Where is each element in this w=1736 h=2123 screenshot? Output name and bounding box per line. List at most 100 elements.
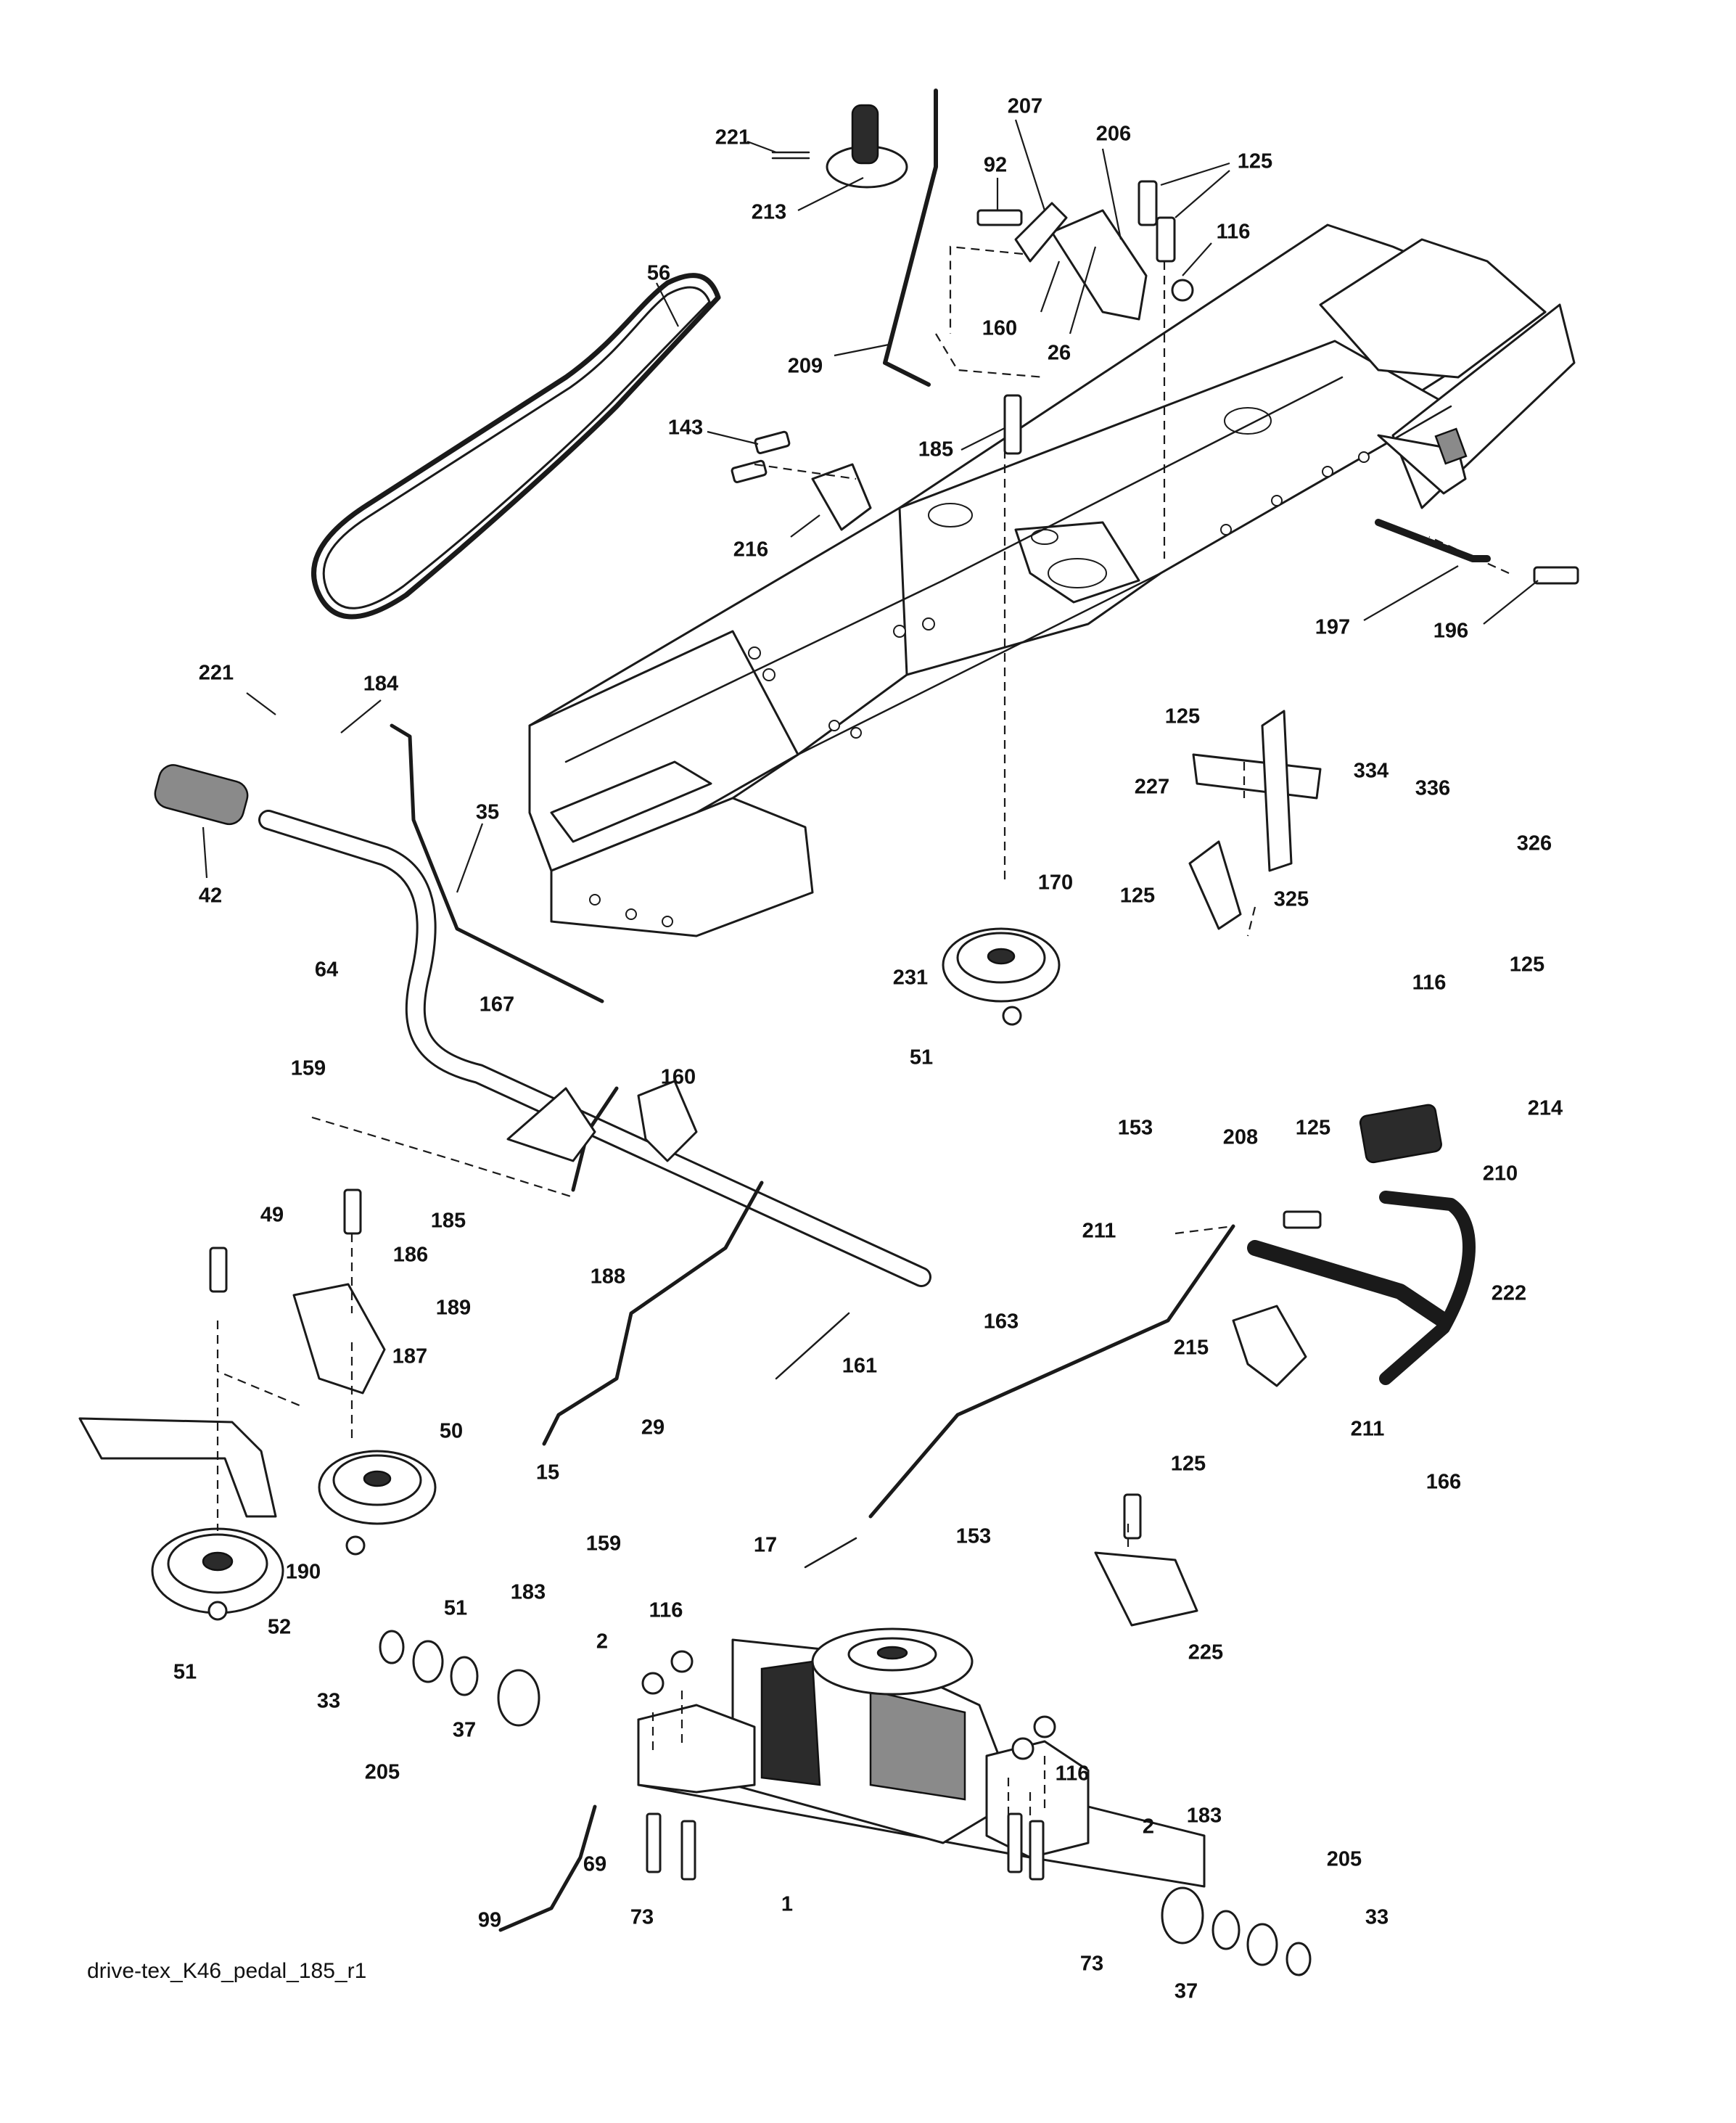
callout-label: 211 [1082, 1219, 1116, 1243]
callout-label: 160 [982, 316, 1018, 340]
callout-label: 42 [198, 884, 223, 908]
bracket-216 [811, 463, 872, 531]
rod-35 [390, 723, 604, 1003]
callout-label: 35 [475, 800, 500, 824]
rod-99 [498, 1804, 597, 1932]
callout-label: 73 [1079, 1952, 1104, 1976]
callout-label: 325 [1273, 887, 1309, 911]
pulley-52 [151, 1527, 284, 1614]
callout-label: 197 [1315, 615, 1351, 639]
callout-label: 116 [1412, 971, 1447, 995]
callout-label: 183 [1186, 1804, 1222, 1828]
pedal-arm-210 [1379, 1191, 1476, 1385]
diagram-caption: drive-tex_K46_pedal_185_r1 [87, 1959, 367, 1983]
callout-label: 159 [585, 1532, 622, 1556]
callout-label: 166 [1426, 1470, 1462, 1494]
callout-label: 222 [1491, 1281, 1527, 1305]
callout-label: 51 [909, 1046, 934, 1069]
callout-label: 185 [918, 438, 954, 461]
callout-label: 99 [477, 1908, 502, 1932]
callout-label: 17 [753, 1533, 778, 1557]
callout-label: 69 [583, 1852, 607, 1876]
plate-206 [1050, 209, 1148, 321]
drive-belt [311, 273, 721, 620]
callout-label: 116 [1055, 1762, 1090, 1786]
pedal-pad-214 [1359, 1104, 1442, 1164]
callout-label: 186 [392, 1243, 429, 1267]
callout-label: 213 [751, 200, 787, 224]
right-axle-stack [1161, 1886, 1312, 1976]
callout-label: 184 [363, 672, 399, 696]
callout-label: 56 [646, 261, 671, 285]
pulley-50 [318, 1450, 437, 1525]
callout-label: 2 [1142, 1815, 1155, 1839]
callout-label: 116 [1216, 220, 1251, 244]
bracket-225 [1094, 1551, 1198, 1627]
callout-label: 73 [630, 1905, 654, 1929]
rod-163 [868, 1224, 1235, 1519]
callout-label: 196 [1433, 619, 1469, 643]
callout-label: 52 [267, 1615, 292, 1639]
callout-label: 210 [1482, 1162, 1518, 1186]
callout-label: 208 [1222, 1125, 1259, 1149]
lever-209 [883, 89, 938, 387]
callout-label: 207 [1007, 94, 1043, 118]
callout-label: 205 [1326, 1847, 1362, 1871]
callout-label: 221 [715, 126, 751, 149]
callout-label: 225 [1188, 1640, 1224, 1664]
callout-label: 37 [452, 1718, 477, 1742]
pulley-231 [942, 927, 1061, 1003]
guard-190 [78, 1417, 277, 1518]
callout-label: 153 [955, 1524, 992, 1548]
callout-label: 159 [290, 1056, 326, 1080]
callout-label: 50 [439, 1419, 464, 1443]
callout-label: 214 [1527, 1096, 1563, 1120]
callout-label: 64 [314, 958, 339, 982]
callout-label: 125 [1509, 953, 1545, 977]
guide-lines [216, 245, 1510, 1857]
spring-161 [775, 1312, 850, 1380]
callout-label: 227 [1134, 775, 1170, 799]
callout-label: 125 [1295, 1116, 1331, 1140]
callout-label: 125 [1170, 1452, 1206, 1476]
callout-label: 1 [781, 1892, 794, 1916]
callout-label: 326 [1516, 831, 1552, 855]
callout-label: 33 [316, 1689, 341, 1713]
callout-label: 160 [660, 1065, 696, 1089]
callout-label: 92 [983, 153, 1008, 177]
callout-label: 231 [892, 966, 929, 990]
callout-label: 170 [1037, 871, 1074, 895]
spring-17 [804, 1537, 857, 1569]
pedal-shaft [1247, 1240, 1452, 1329]
callout-label: 206 [1095, 122, 1132, 146]
bracket-334 [1261, 710, 1293, 872]
callout-label: 163 [983, 1310, 1019, 1334]
callout-label: 188 [590, 1265, 626, 1289]
callout-label: 29 [641, 1416, 665, 1440]
callout-label: 51 [173, 1660, 197, 1684]
callout-label: 187 [392, 1344, 428, 1368]
callout-label: 125 [1237, 149, 1273, 173]
grip-42 [154, 764, 249, 826]
bracket-plate [637, 1080, 698, 1162]
callout-label: 125 [1164, 705, 1201, 728]
callout-label: 205 [364, 1760, 400, 1784]
callout-label: 37 [1174, 1979, 1198, 2003]
bracket-167 [506, 1087, 596, 1162]
bracket-197 [1375, 519, 1491, 562]
knob-213 [771, 104, 908, 189]
callout-label: 143 [667, 416, 704, 440]
left-shaft-64 [258, 810, 931, 1287]
callout-label: 216 [733, 538, 769, 562]
callout-label: 215 [1173, 1336, 1209, 1360]
callout-label: 33 [1365, 1905, 1389, 1929]
bracket-215 [1232, 1305, 1307, 1387]
callout-label: 183 [510, 1580, 546, 1604]
callout-label: 51 [443, 1596, 468, 1620]
callout-label: 167 [479, 993, 515, 1017]
chassis-frame [528, 223, 1576, 937]
bracket-326 [1192, 753, 1322, 800]
leader-lines [202, 119, 1539, 893]
callout-label: 125 [1119, 884, 1156, 908]
